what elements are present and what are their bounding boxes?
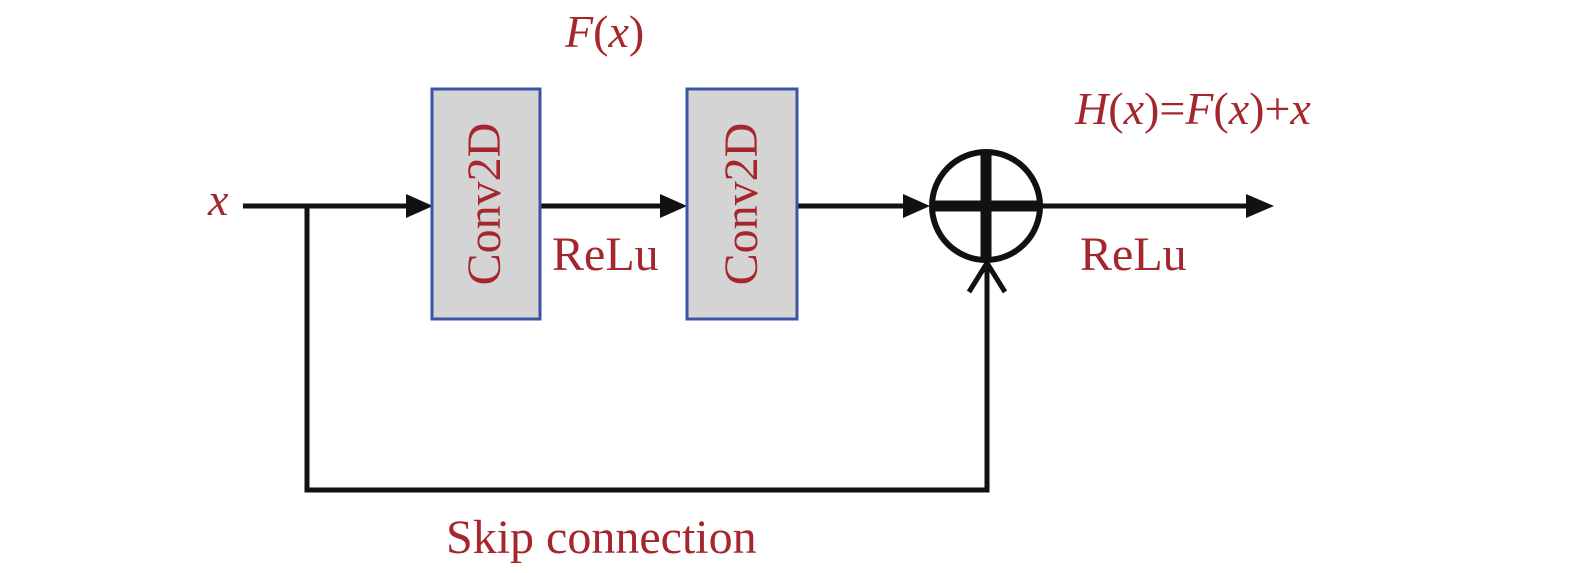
conv2-arrow-head (660, 194, 687, 218)
output-formula-h: H (1074, 83, 1111, 134)
output-formula-open2: ( (1213, 83, 1228, 134)
skip-connection-label: Skip connection (446, 511, 757, 564)
output-formula-label: H(x)=F(x)+x (1074, 83, 1311, 134)
relu-label-1: ReLu (552, 228, 659, 281)
residual-function-label: F(x) (564, 6, 644, 57)
output-formula-x1: x (1123, 83, 1145, 134)
output-formula-equals: = (1159, 83, 1185, 134)
residual-function-variable: x (607, 6, 629, 57)
relu-label-2: ReLu (1080, 228, 1187, 281)
output-formula-x3: x (1289, 83, 1311, 134)
conv2d-block-1-box (430, 87, 542, 321)
residual-function-close-paren: ) (629, 6, 644, 57)
conv2d-block-2: Conv2D (685, 87, 799, 321)
output-formula-open1: ( (1108, 83, 1123, 134)
conv2d-block-1-label: Conv2D (458, 123, 511, 286)
output-formula-close2: ) (1249, 83, 1264, 134)
output-formula-plus: + (1264, 83, 1290, 134)
input-arrow-head (406, 194, 433, 218)
output-formula-x2: x (1228, 83, 1250, 134)
conv2d-block-2-box (685, 87, 799, 321)
output-formula-f: F (1184, 83, 1214, 134)
sum-input-arrow-head (903, 194, 930, 218)
circled-plus-icon (929, 149, 1043, 263)
residual-function-name: F (564, 6, 594, 57)
skip-connection-path (304, 206, 990, 493)
input-label: x (207, 174, 229, 225)
skip-connection-arrow-head (966, 258, 1008, 294)
output-arrow-head (1246, 194, 1274, 218)
residual-function-open-paren: ( (593, 6, 608, 57)
conv2d-block-1: Conv2D (430, 87, 542, 321)
output-formula-close1: ) (1144, 83, 1159, 134)
conv2d-block-2-label: Conv2D (715, 123, 768, 286)
